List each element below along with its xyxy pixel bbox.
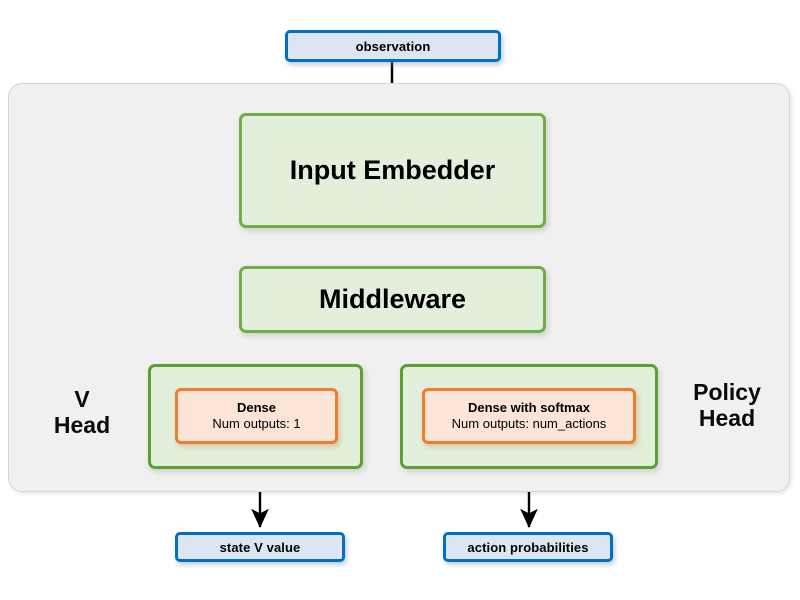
policy-head-dense-node[interactable]: Dense with softmax Num outputs: num_acti…: [422, 388, 636, 444]
state-v-value-node[interactable]: state V value: [175, 532, 345, 562]
middleware-node[interactable]: Middleware: [239, 266, 546, 333]
v-head-dense-subtitle: Num outputs: 1: [212, 416, 301, 431]
action-probabilities-node[interactable]: action probabilities: [443, 532, 613, 562]
policy-head-dense-subtitle: Num outputs: num_actions: [451, 416, 607, 431]
input-embedder-label: Input Embedder: [289, 155, 496, 185]
policy-head-dense-title: Dense with softmax: [467, 399, 591, 415]
middleware-label: Middleware: [318, 284, 467, 314]
observation-node[interactable]: observation: [285, 30, 501, 62]
v-head-dense-title: Dense: [236, 399, 277, 415]
state-v-value-label: state V value: [219, 539, 301, 555]
policy-head-label: Policy Head: [693, 379, 761, 432]
observation-label: observation: [355, 38, 431, 54]
input-embedder-node[interactable]: Input Embedder: [239, 113, 546, 228]
action-probabilities-label: action probabilities: [467, 539, 589, 555]
v-head-dense-node[interactable]: Dense Num outputs: 1: [175, 388, 338, 444]
v-head-label: V Head: [53, 386, 111, 439]
